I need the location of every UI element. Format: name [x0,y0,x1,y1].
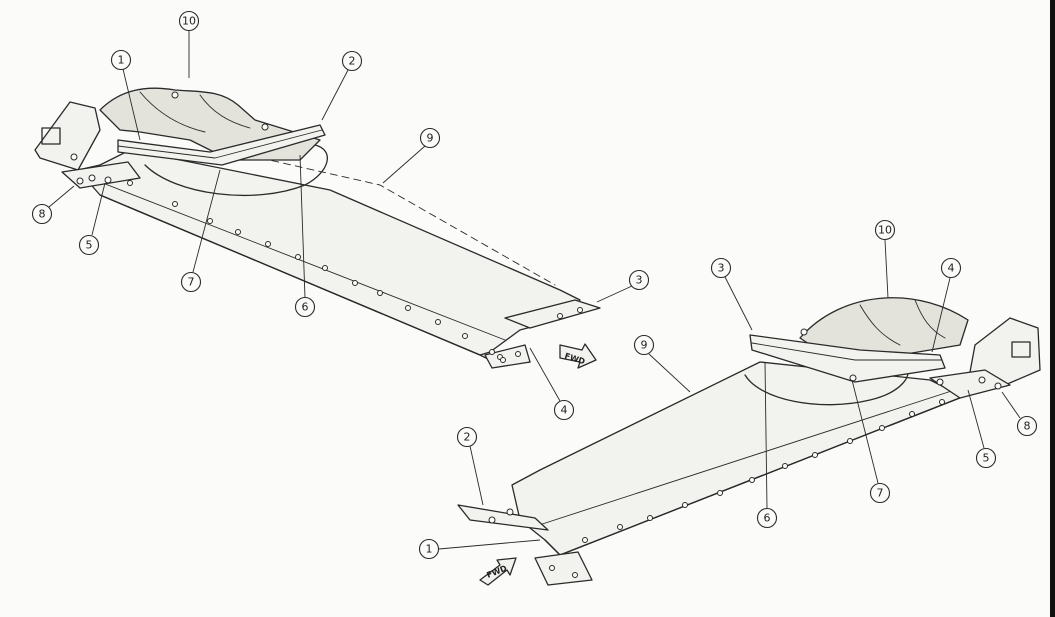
lower-bracket-edge [751,342,943,361]
svg-text:2: 2 [464,431,471,444]
upper-fwd-arrow-icon: FWD [559,343,597,369]
upper-aft-foot [484,344,531,369]
upper-left-mount [34,101,101,171]
lower-rivets [488,328,1002,578]
upper-opening [144,144,328,197]
svg-text:8: 8 [1024,420,1031,433]
upper-rivets [70,91,583,363]
upper-cross-bracket [117,124,326,166]
callout-lower-9: 9 [633,334,691,393]
upper-left-mount-slot [41,127,61,145]
lower-right-mount-slot [1011,341,1031,358]
upper-hidden-line [224,149,556,286]
callout-upper-6: 6 [294,154,316,318]
callout-upper-8: 8 [31,185,75,225]
svg-text:3: 3 [718,262,725,275]
callout-upper-1: 1 [110,49,141,141]
svg-text:4: 4 [561,404,568,417]
svg-text:3: 3 [636,274,643,287]
svg-text:10: 10 [182,15,196,28]
upper-assembly: FWD [34,87,601,369]
callout-upper-2: 2 [321,50,363,121]
lower-fwd-arrow-icon: FWD [479,557,517,586]
upper-aft-bracket [504,299,601,329]
svg-text:5: 5 [983,452,990,465]
svg-text:10: 10 [878,224,892,237]
callout-lower-8: 8 [1001,391,1038,437]
lower-flange-edge [529,384,971,529]
svg-text:5: 5 [86,239,93,252]
svg-text:2: 2 [349,55,356,68]
lower-duct [799,297,969,356]
svg-text:6: 6 [302,301,309,314]
upper-fairing-body [77,149,581,356]
lower-fairing-body [511,361,981,556]
upper-duct-seam [139,91,206,133]
lower-fwd-foot [534,551,593,586]
svg-text:8: 8 [39,208,46,221]
callout-upper-7: 7 [180,169,221,293]
svg-text:1: 1 [118,54,125,67]
callout-lower-6: 6 [756,361,778,529]
lower-duct-seam-2 [914,299,946,339]
scan-edge [1050,0,1055,617]
upper-flange-edge [94,179,506,341]
lower-assembly: FWD [457,297,1041,586]
svg-text:9: 9 [641,339,648,352]
callout-lower-7: 7 [851,379,891,504]
svg-text:9: 9 [427,132,434,145]
upper-bracket-edge [117,129,323,159]
callout-lower-10: 10 [874,219,896,299]
svg-text:1: 1 [426,543,433,556]
callout-lower-4: 4 [931,257,962,353]
callout-lower-3: 3 [710,257,753,331]
svg-text:4: 4 [948,262,955,275]
lower-right-foot [929,369,1011,399]
callout-upper-10: 10 [178,10,200,78]
svg-text:6: 6 [764,512,771,525]
lower-duct-seam [859,304,901,346]
callout-lower-5: 5 [967,389,997,469]
callout-upper-9: 9 [382,127,441,184]
callout-lower-1: 1 [418,538,541,560]
svg-text:7: 7 [188,276,195,289]
callout-upper-5: 5 [78,182,106,256]
callout-upper-3: 3 [596,269,650,303]
upper-duct-seam-2 [199,94,251,129]
callout-upper-4: 4 [529,347,575,421]
svg-text:7: 7 [877,487,884,500]
callout-lower-2: 2 [456,426,484,506]
